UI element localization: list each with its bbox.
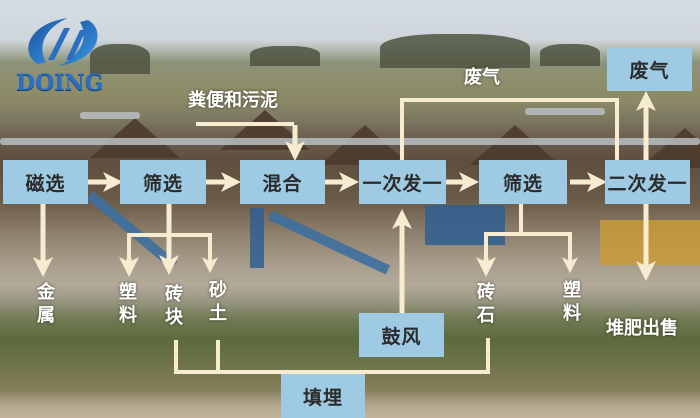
pipe — [0, 138, 700, 145]
secondary-fermentation-box: 二次发一 — [605, 160, 690, 204]
feces-sludge-label: 粪便和污泥 — [188, 90, 278, 111]
pipe — [525, 108, 605, 115]
blower-box: 鼓风 — [359, 313, 444, 357]
landfill-box: 填埋 — [281, 374, 365, 418]
doing-logo: DOING — [8, 8, 108, 96]
hopper — [425, 205, 505, 245]
trommel-screen — [600, 220, 700, 265]
support-post — [250, 208, 264, 268]
tree-cluster — [540, 44, 600, 66]
logo-swirl-icon — [28, 18, 98, 66]
tree-cluster — [250, 46, 320, 66]
compost-pile — [320, 125, 410, 165]
brick-stone-label: 砖石 — [477, 282, 495, 326]
sand-soil-label: 砂土 — [209, 280, 227, 324]
exhaust-gas-label: 废气 — [464, 67, 500, 88]
mixing-box: 混合 — [240, 160, 325, 204]
brand-name: DOING — [16, 70, 104, 96]
brick-label: 砖块 — [165, 284, 183, 328]
tree-cluster — [380, 34, 530, 68]
exhaust-gas-box: 废气 — [607, 48, 692, 91]
compost-sale-label: 堆肥出售 — [606, 318, 678, 339]
plastic-label-2: 塑料 — [563, 280, 581, 324]
primary-fermentation-box: 一次发一 — [359, 160, 446, 204]
pipe — [80, 112, 140, 119]
magnetic-separation-box: 磁选 — [3, 160, 88, 204]
tree-cluster — [90, 44, 150, 74]
metal-label: 金属 — [37, 282, 55, 326]
compost-pile — [470, 125, 560, 165]
plastic-label-1: 塑料 — [119, 282, 137, 326]
screening-box-1: 筛选 — [120, 160, 206, 204]
screening-box-2: 筛选 — [479, 160, 567, 204]
